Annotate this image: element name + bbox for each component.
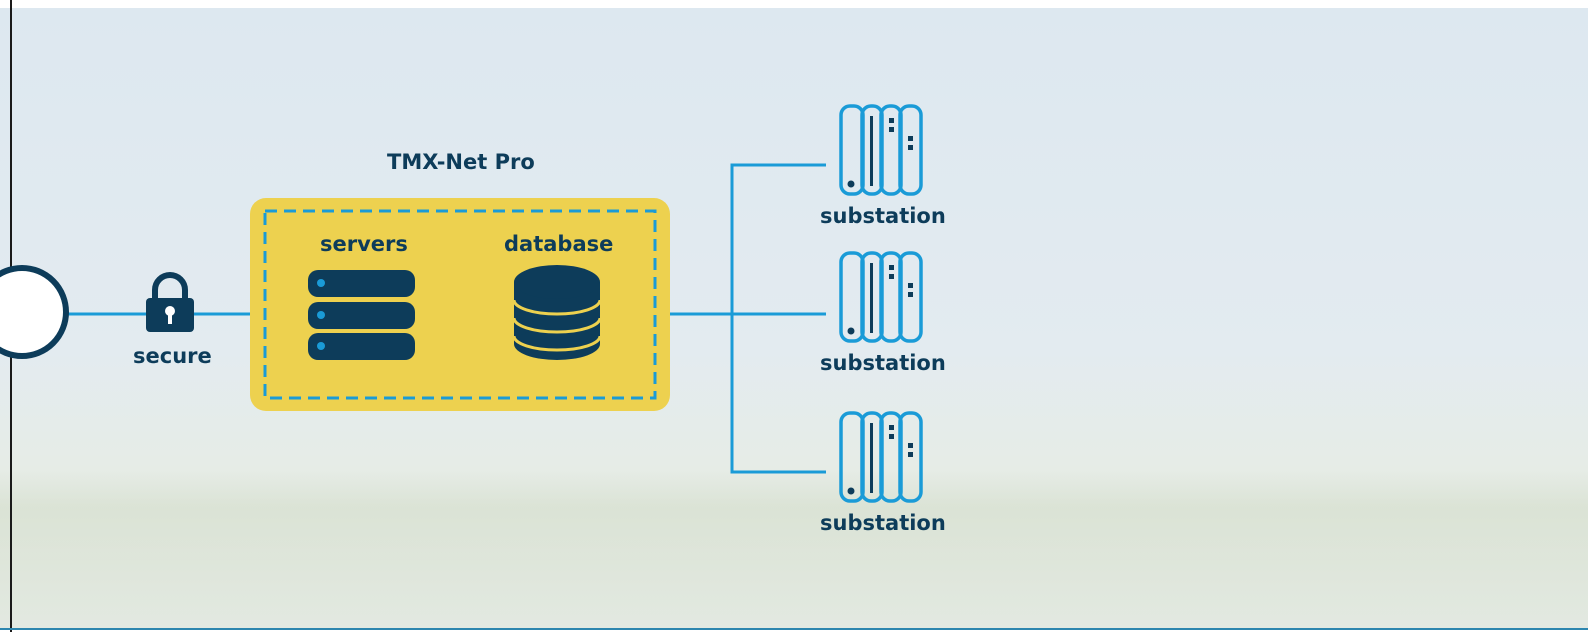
substation-icon	[839, 104, 923, 196]
branch-lines	[730, 163, 826, 474]
top-border	[0, 0, 1588, 7]
tmx-panel-dashed-border	[263, 209, 657, 400]
substation-icon	[839, 251, 923, 343]
database-label: database	[504, 232, 614, 256]
horizon-haze	[0, 470, 1588, 620]
servers-icon	[308, 270, 415, 360]
substation-label: substation	[820, 204, 946, 228]
diagram-title: TMX-Net Pro	[387, 150, 535, 174]
servers-label: servers	[320, 232, 408, 256]
secure-label: secure	[133, 344, 212, 368]
cloud-node	[0, 265, 69, 359]
bottom-border	[0, 628, 1588, 630]
substation-label: substation	[820, 351, 946, 375]
substation-icon	[839, 411, 923, 503]
database-icon	[512, 265, 602, 360]
substation-label: substation	[820, 511, 946, 535]
lock-icon	[146, 272, 194, 332]
